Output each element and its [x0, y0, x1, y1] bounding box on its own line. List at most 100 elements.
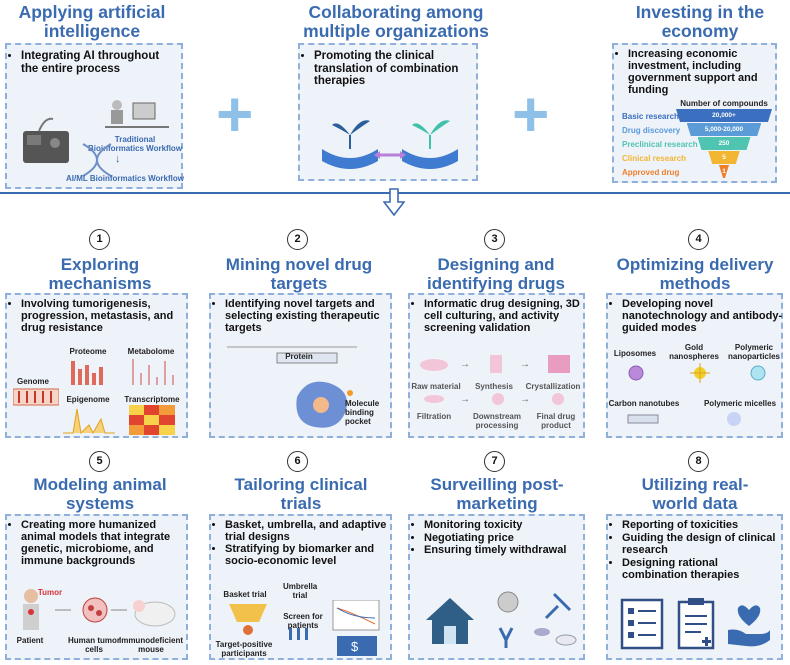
ai-label-traditional: Traditional Bioinformatics Workflow	[87, 135, 183, 153]
basket-trial-label: Basket trial	[223, 590, 267, 599]
panel-4-title: Optimizing delivery methods	[616, 255, 774, 293]
panel-1-number: 1	[89, 229, 110, 250]
panel-2-bullet: Identifying novel targets and selecting …	[225, 298, 392, 334]
panel-7-bullet-1: Monitoring toxicity	[424, 519, 585, 532]
heart-hand-icon	[728, 605, 770, 647]
funnel-title: Number of compounds	[680, 99, 768, 108]
collab-box: Promoting the clinical translation of co…	[298, 43, 478, 181]
funnel-stage-bar: 1	[719, 165, 729, 178]
panel-1-bullet: Involving tumorigenesis, progression, me…	[21, 298, 188, 334]
funnel-stage-label: Drug discovery	[622, 126, 681, 135]
panel-7-title: Surveilling post-marketing	[430, 475, 564, 513]
econ-box: Increasing economic investment, includin…	[612, 43, 777, 183]
panel-1-title: Exploring mechanisms	[48, 255, 152, 293]
econ-title: Investing in the economy	[635, 2, 765, 41]
funnel-stage-label: Clinical research	[622, 154, 687, 163]
target-positive-label: Target-positive participants	[215, 640, 273, 658]
umbrella-trial-label: Umbrella trial	[283, 582, 318, 600]
panel-1-box: Involving tumorigenesis, progression, me…	[5, 293, 188, 438]
ai-box: Integrating AI throughout the entire pro…	[5, 43, 184, 189]
raw-material-label: Raw material	[411, 382, 461, 391]
screen-patients-label: Screen for patients	[283, 612, 323, 630]
sequencer-icon	[23, 117, 69, 163]
svg-text:$: $	[351, 639, 359, 654]
filtration-label: Filtration	[416, 412, 452, 421]
panel-7-box: Monitoring toxicity Negotiating price En…	[408, 514, 585, 660]
drug-production-icons: → → → →	[420, 355, 570, 405]
plus-icon-right: +	[512, 78, 550, 150]
down-arrow-icon	[383, 188, 405, 216]
funnel-stage-label: Basic research	[622, 112, 679, 121]
ai-title: Applying artificial intelligence	[18, 2, 166, 41]
panel-4-number: 4	[688, 229, 709, 250]
panel-6-bullet-2: Stratifying by biomarker and socio-econo…	[225, 543, 392, 567]
ai-bullet: Integrating AI throughout the entire pro…	[21, 50, 178, 75]
panel-8-bullet-3: Designing rational combination therapies	[622, 557, 783, 582]
funnel-stage-label: Approved drug	[622, 168, 680, 177]
svg-text:→: →	[520, 394, 530, 405]
panel-8-bullet-2: Guiding the design of clinical research	[622, 532, 783, 557]
epigenome-label: Epigenome	[66, 395, 110, 404]
animal-model-icons	[23, 589, 176, 630]
collab-bullet: Promoting the clinical translation of co…	[314, 50, 473, 88]
genome-label: Genome	[16, 377, 49, 386]
synthesis-label: Synthesis	[475, 382, 513, 391]
transcriptome-heatmap-icon	[129, 405, 175, 435]
epigenome-peaks-icon	[63, 408, 115, 435]
panel-8-bullet-1: Reporting of toxicities	[622, 519, 783, 532]
protein-label: Protein	[285, 352, 313, 361]
panel-7-bullet-3: Ensuring timely withdrawal	[424, 544, 585, 557]
protein-structure-icon	[227, 346, 357, 428]
panel-6-box: Basket, umbrella, and adaptive trial des…	[209, 514, 392, 660]
transcriptome-label: Transcriptome	[124, 395, 180, 404]
panel-6-number: 6	[287, 451, 308, 472]
immunodeficient-mouse-label: Immunodeficient mouse	[118, 636, 183, 654]
panel-4-bullet: Developing novel nanotechnology and anti…	[622, 298, 783, 334]
checklist-icon	[620, 598, 664, 650]
genome-strip-icon	[13, 388, 59, 406]
nanoparticle-icons	[627, 363, 766, 426]
proteome-label: Proteome	[69, 347, 107, 356]
panel-6-title: Tailoring clinical trials	[234, 475, 368, 513]
metabolome-spectrum-icon	[132, 359, 174, 385]
panel-8-box: Reporting of toxicities Guiding the desi…	[606, 514, 783, 660]
panel-2-box: Identifying novel targets and selecting …	[209, 293, 392, 438]
panel-2-number: 2	[287, 229, 308, 250]
scientist-computer-icon	[105, 100, 169, 128]
panel-3-title: Designing and identifying drugs	[427, 255, 565, 293]
panel-8-title: Utilizing real-world data	[641, 475, 749, 513]
panel-2-title: Mining novel drug targets	[225, 255, 373, 293]
ai-label-aiml: AI/ML Bioinformatics Workflow	[66, 174, 184, 183]
panel-5-title: Modeling animal systems	[33, 475, 167, 513]
gold-nanospheres-label: Gold nanospheres	[669, 343, 719, 361]
monitoring-icons	[497, 591, 577, 648]
funnel-stage-bar: 250	[697, 137, 751, 150]
trial-icons: $	[229, 600, 380, 656]
patient-label: Patient	[16, 636, 44, 645]
final-product-label: Final drug product	[536, 412, 576, 430]
crystallization-label: Crystallization	[525, 382, 581, 391]
ai-arrow: ↓	[115, 153, 121, 165]
svg-text:→: →	[460, 394, 470, 405]
funnel-stage-bar: 5,000-20,000	[686, 123, 762, 136]
polymeric-micelles-label: Polymeric micelles	[703, 399, 777, 408]
panel-6-bullet-1: Basket, umbrella, and adaptive trial des…	[225, 519, 392, 543]
tumor-label: Tumor	[37, 588, 63, 597]
panel-4-box: Developing novel nanotechnology and anti…	[606, 293, 783, 438]
liposomes-label: Liposomes	[613, 349, 657, 358]
metabolome-label: Metabolome	[127, 347, 175, 356]
panel-8-number: 8	[688, 451, 709, 472]
funnel-stage-label: Preclinical research	[622, 140, 698, 149]
clipboard-icon	[677, 598, 715, 650]
downstream-label: Downstream processing	[472, 412, 521, 430]
panel-7-bullet-2: Negotiating price	[424, 532, 585, 545]
panel-5-bullet: Creating more humanized animal models th…	[21, 519, 188, 567]
panel-5-box: Creating more humanized animal models th…	[5, 514, 188, 660]
svg-text:→: →	[520, 359, 530, 370]
svg-text:→: →	[460, 359, 470, 370]
binding-pocket-label: Molecule binding pocket	[345, 399, 380, 426]
polymeric-nanoparticles-label: Polymeric nanoparticles	[727, 343, 780, 361]
plus-icon-left: +	[216, 78, 254, 150]
funnel-stage-bar: 20,000+	[676, 109, 772, 122]
